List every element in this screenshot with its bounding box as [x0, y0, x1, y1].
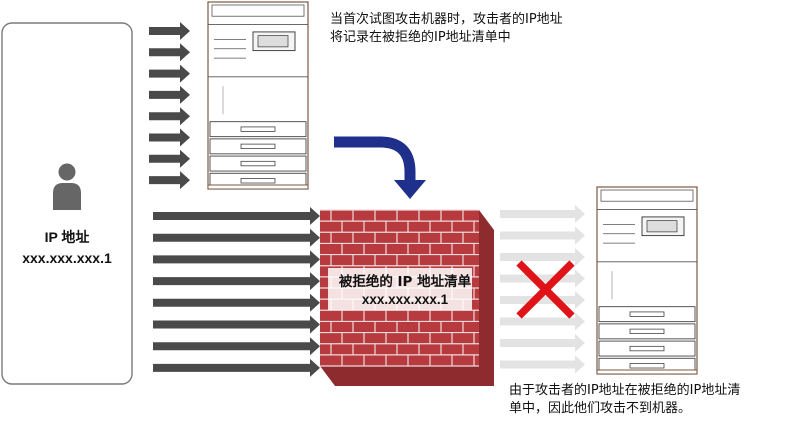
printer-drawer-handle: [629, 345, 665, 352]
curved-arrow-icon: [334, 136, 426, 199]
arrow: [500, 291, 585, 309]
arrow: [153, 358, 320, 377]
printer-screen: [257, 35, 289, 48]
arrow: [149, 171, 190, 190]
caption-first-attack: 当首次试图攻击机器时，攻击者的IP地址 将记录在被拒绝的IP地址清单中: [330, 11, 620, 47]
denied-list-ip: xxx.xxx.xxx.1: [361, 292, 449, 307]
printer-drawer-handle: [240, 126, 276, 132]
printer-screen: [646, 220, 678, 233]
printer-drawer-handle: [629, 311, 665, 317]
arrow: [153, 337, 320, 356]
arrow: [149, 22, 190, 40]
printer-base: [207, 184, 309, 190]
arrow: [153, 250, 320, 269]
printer-drawer-handle: [240, 160, 276, 167]
printer-drawer-handle: [240, 143, 276, 150]
arrow: [500, 248, 585, 266]
arrow: [149, 43, 190, 62]
caption-line: 当首次试图攻击机器时，攻击者的IP地址: [330, 12, 563, 27]
ip-address-label: IP 地址: [44, 229, 90, 245]
printer-drawer-handle: [240, 178, 276, 184]
arrow: [153, 315, 320, 334]
arrow: [149, 128, 190, 147]
brick-wall-icon: [320, 209, 494, 386]
arrow: [153, 272, 320, 291]
arrow: [153, 228, 320, 247]
arrow: [153, 207, 320, 225]
arrow: [149, 149, 190, 168]
arrow: [500, 334, 585, 352]
arrow: [500, 205, 585, 223]
attack-arrows-blocked: [153, 207, 320, 377]
arrow: [500, 226, 585, 245]
arrow: [149, 64, 190, 83]
caption-line: 单中，因此他们攻击不到机器。: [509, 401, 692, 416]
arrow: [153, 293, 320, 312]
caption-line: 将记录在被拒绝的IP地址清单中: [330, 30, 511, 45]
arrow: [149, 107, 190, 126]
caption-blocked: 由于攻击者的IP地址在被拒绝的IP地址清 单中，因此他们攻击不到机器。: [509, 382, 785, 418]
red-x-icon: [516, 260, 575, 319]
attack-arrows-first: [149, 22, 190, 190]
arrow: [149, 85, 190, 104]
printer-lid: [600, 189, 694, 202]
printer-drawer-handle: [629, 363, 665, 369]
wall-label-band: [328, 268, 472, 310]
printer-base: [596, 369, 698, 375]
arrow: [500, 312, 585, 331]
blocked-arrows-faded: [500, 205, 585, 374]
person-icon: [53, 163, 81, 210]
caption-line: 由于攻击者的IP地址在被拒绝的IP地址清: [509, 383, 741, 398]
arrow: [500, 269, 585, 288]
denied-list-title: 被拒绝的 IP 地址清单: [338, 274, 472, 290]
multifunction-printer-icon: [596, 186, 698, 375]
arrow: [500, 355, 585, 374]
printer-lid: [211, 4, 305, 17]
printer-drawer-handle: [629, 328, 665, 335]
multifunction-printer-icon: [207, 1, 309, 190]
ip-address-value: xxx.xxx.xxx.1: [22, 250, 112, 266]
